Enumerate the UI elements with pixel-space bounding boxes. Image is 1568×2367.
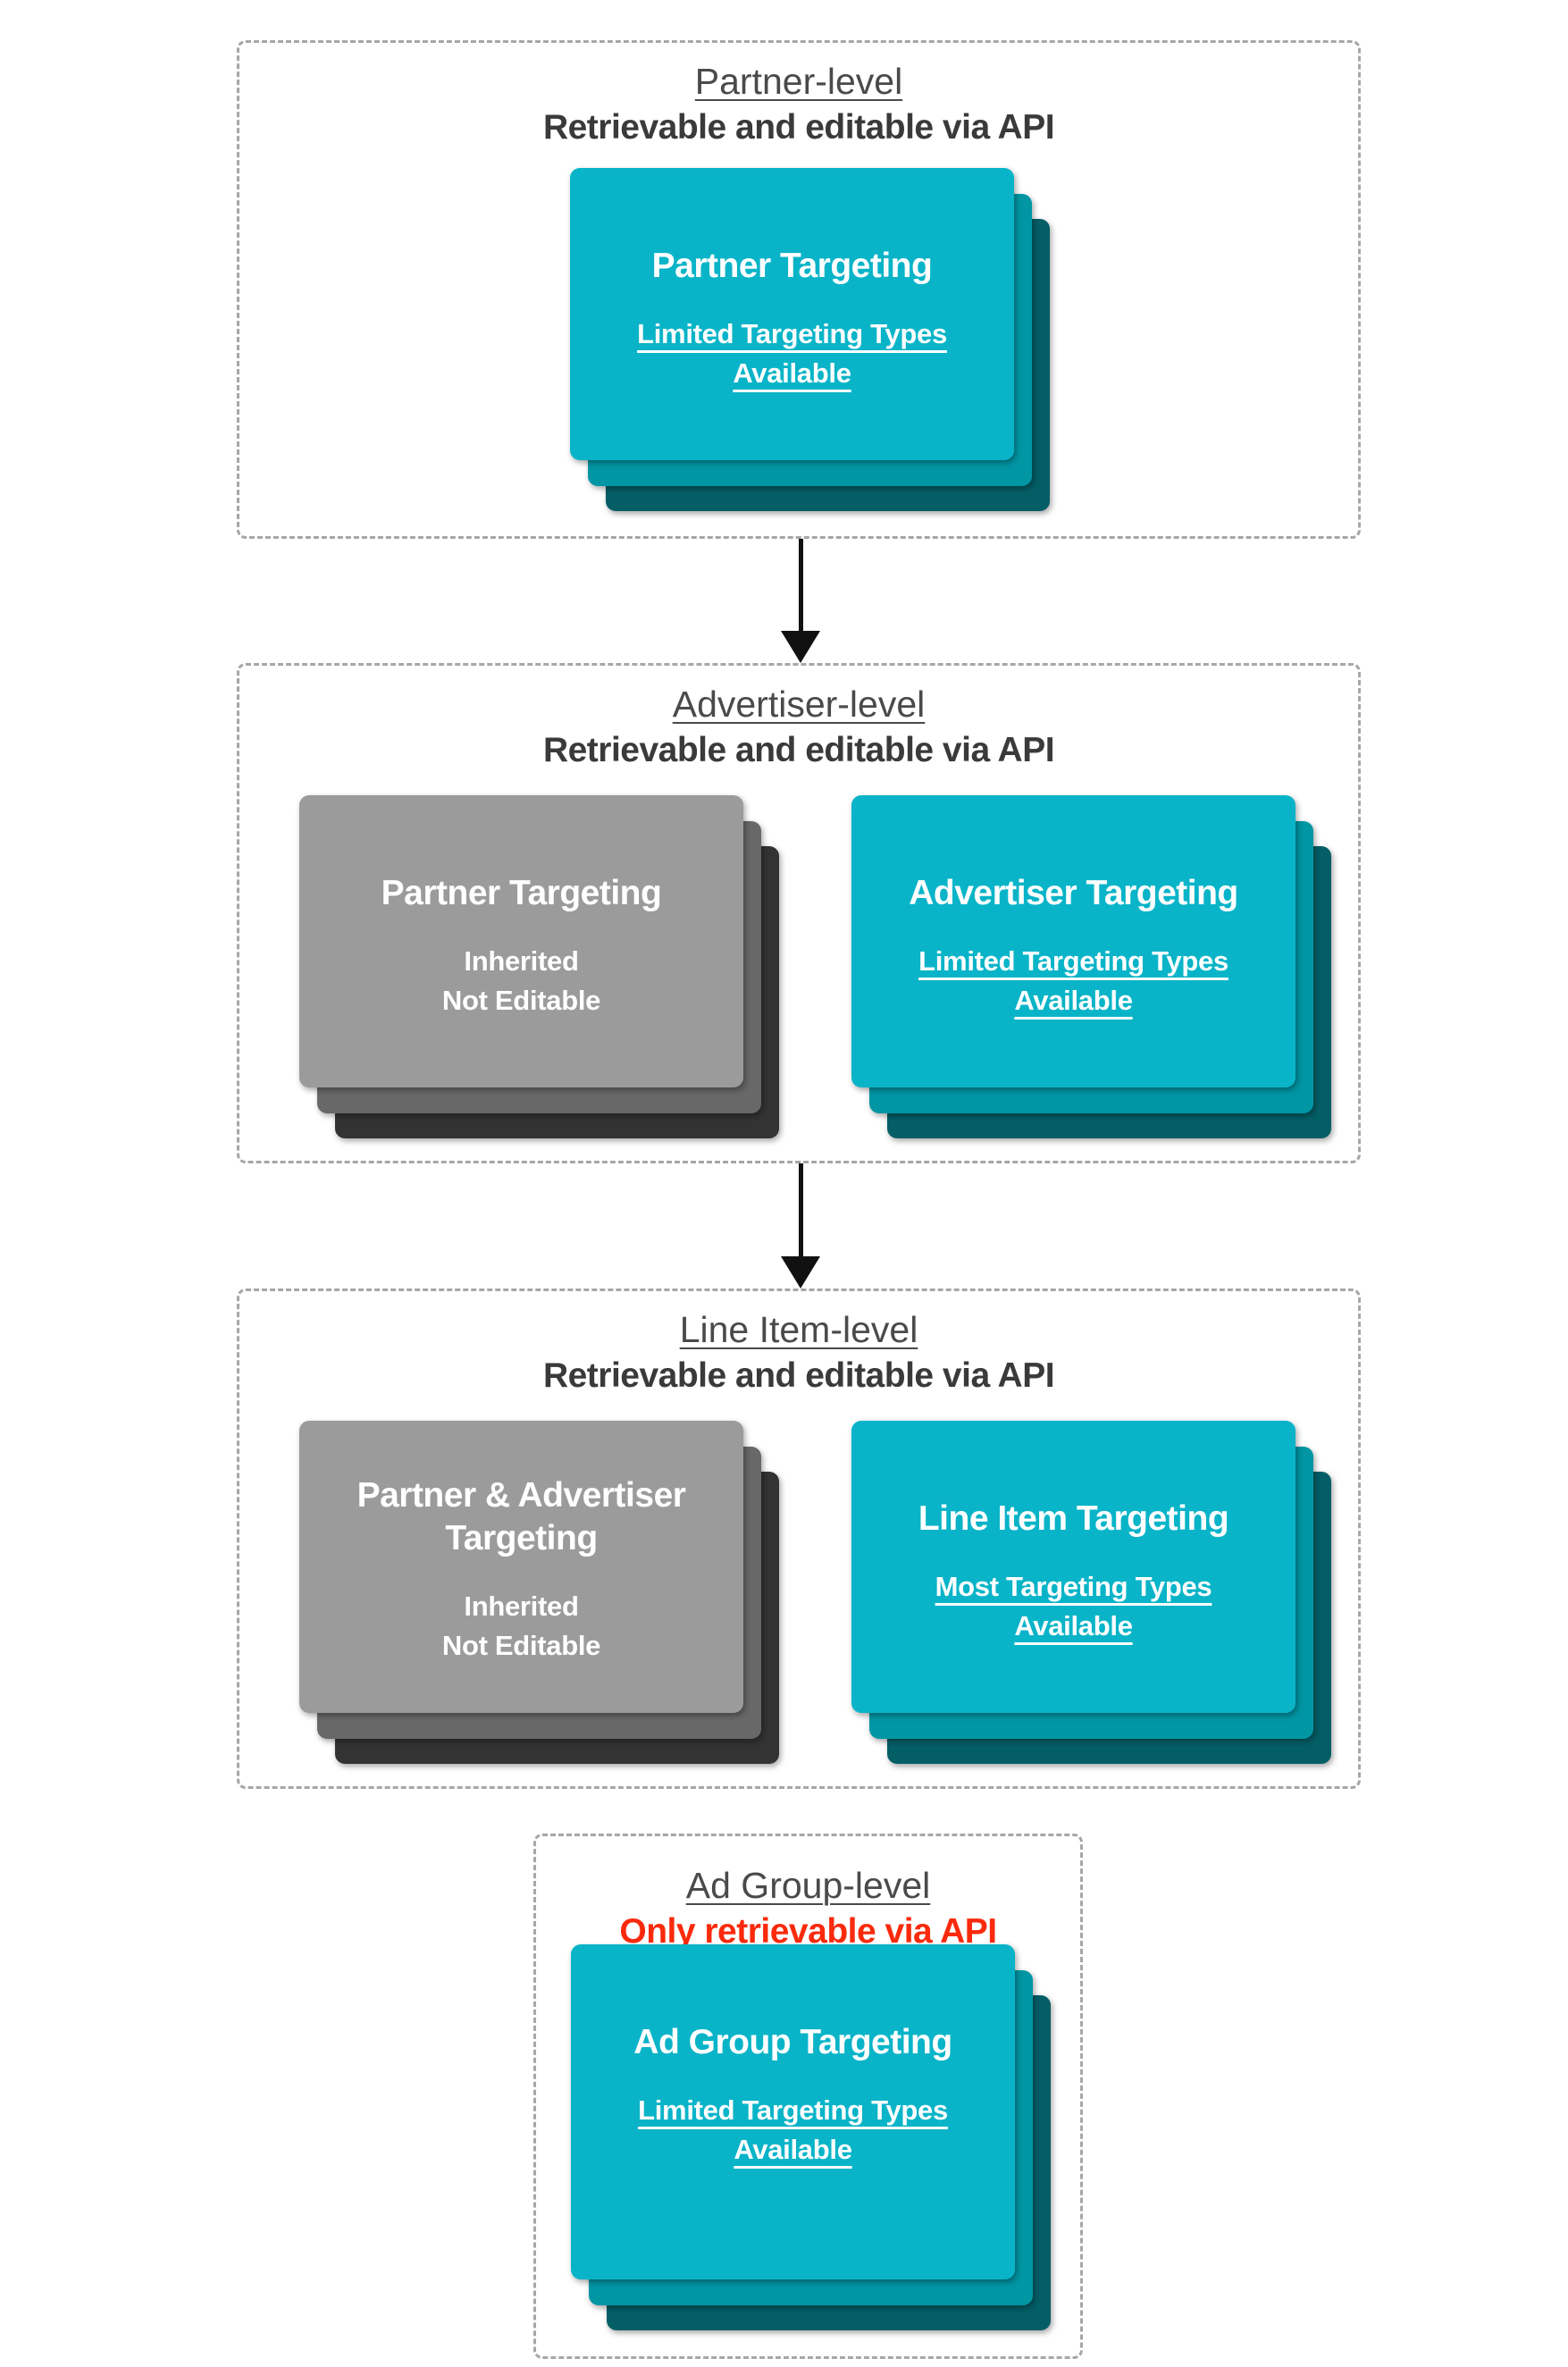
- section-header: Ad Group-level Only retrievable via API: [536, 1836, 1080, 1953]
- card-body: Limited Targeting Types Available: [637, 318, 947, 389]
- arrow-shaft: [798, 539, 803, 631]
- section-title: Ad Group-level: [685, 1865, 931, 1906]
- flow-arrow-down-1: [780, 539, 821, 663]
- card-stack-ad-group-targeting: Ad Group Targeting Limited Targeting Typ…: [571, 1944, 1051, 2330]
- section-subtitle: Retrievable and editable via API: [542, 108, 1055, 147]
- card-title: Partner & Advertiser Targeting: [356, 1476, 686, 1557]
- section-header: Advertiser-level Retrievable and editabl…: [239, 666, 1358, 772]
- card-stack-partner-advertiser-targeting: Partner & Advertiser Targeting Inherited…: [299, 1421, 779, 1764]
- flow-arrow-down-2: [780, 1163, 821, 1288]
- card-body: Most Targeting Types Available: [935, 1571, 1212, 1641]
- section-title: Advertiser-level: [672, 684, 926, 725]
- section-advertiser-level: Advertiser-level Retrievable and editabl…: [237, 663, 1361, 1163]
- section-title: Line Item-level: [679, 1309, 918, 1350]
- card-stack-partner-targeting-inherited: Partner Targeting Inherited Not Editable: [299, 795, 779, 1138]
- card-body: Inherited Not Editable: [441, 945, 601, 1016]
- arrow-head: [781, 1256, 820, 1288]
- card-title: Line Item Targeting: [918, 1499, 1229, 1538]
- card-title: Partner Targeting: [381, 874, 662, 912]
- card-title: Ad Group Targeting: [633, 2023, 952, 2061]
- section-line-item-level: Line Item-level Retrievable and editable…: [237, 1288, 1361, 1789]
- section-subtitle: Retrievable and editable via API: [542, 731, 1055, 769]
- card-body: Limited Targeting Types Available: [638, 2094, 948, 2165]
- card-body: Inherited Not Editable: [441, 1591, 601, 1661]
- section-header: Line Item-level Retrievable and editable…: [239, 1291, 1358, 1398]
- section-partner-level: Partner-level Retrievable and editable v…: [237, 40, 1361, 539]
- card-partner-targeting-inherited: Partner Targeting Inherited Not Editable: [299, 795, 743, 1087]
- card-partner-advertiser-targeting: Partner & Advertiser Targeting Inherited…: [299, 1421, 743, 1713]
- arrow-head: [781, 631, 820, 663]
- card-partner-targeting: Partner Targeting Limited Targeting Type…: [570, 168, 1014, 460]
- section-subtitle: Retrievable and editable via API: [542, 1356, 1055, 1395]
- section-header: Partner-level Retrievable and editable v…: [239, 43, 1358, 149]
- arrow-shaft: [798, 1163, 803, 1256]
- card-title: Partner Targeting: [651, 247, 933, 285]
- card-stack-line-item-targeting: Line Item Targeting Most Targeting Types…: [851, 1421, 1331, 1764]
- card-ad-group-targeting: Ad Group Targeting Limited Targeting Typ…: [571, 1944, 1015, 2279]
- card-advertiser-targeting: Advertiser Targeting Limited Targeting T…: [851, 795, 1295, 1087]
- card-body: Limited Targeting Types Available: [918, 945, 1228, 1016]
- section-subtitle-warning: Only retrievable via API: [619, 1912, 997, 1951]
- card-title: Advertiser Targeting: [909, 874, 1238, 912]
- card-stack-advertiser-targeting: Advertiser Targeting Limited Targeting T…: [851, 795, 1331, 1138]
- card-stack-partner-targeting: Partner Targeting Limited Targeting Type…: [570, 168, 1050, 511]
- section-ad-group-level: Ad Group-level Only retrievable via API …: [533, 1834, 1083, 2359]
- section-title: Partner-level: [694, 61, 903, 102]
- card-line-item-targeting: Line Item Targeting Most Targeting Types…: [851, 1421, 1295, 1713]
